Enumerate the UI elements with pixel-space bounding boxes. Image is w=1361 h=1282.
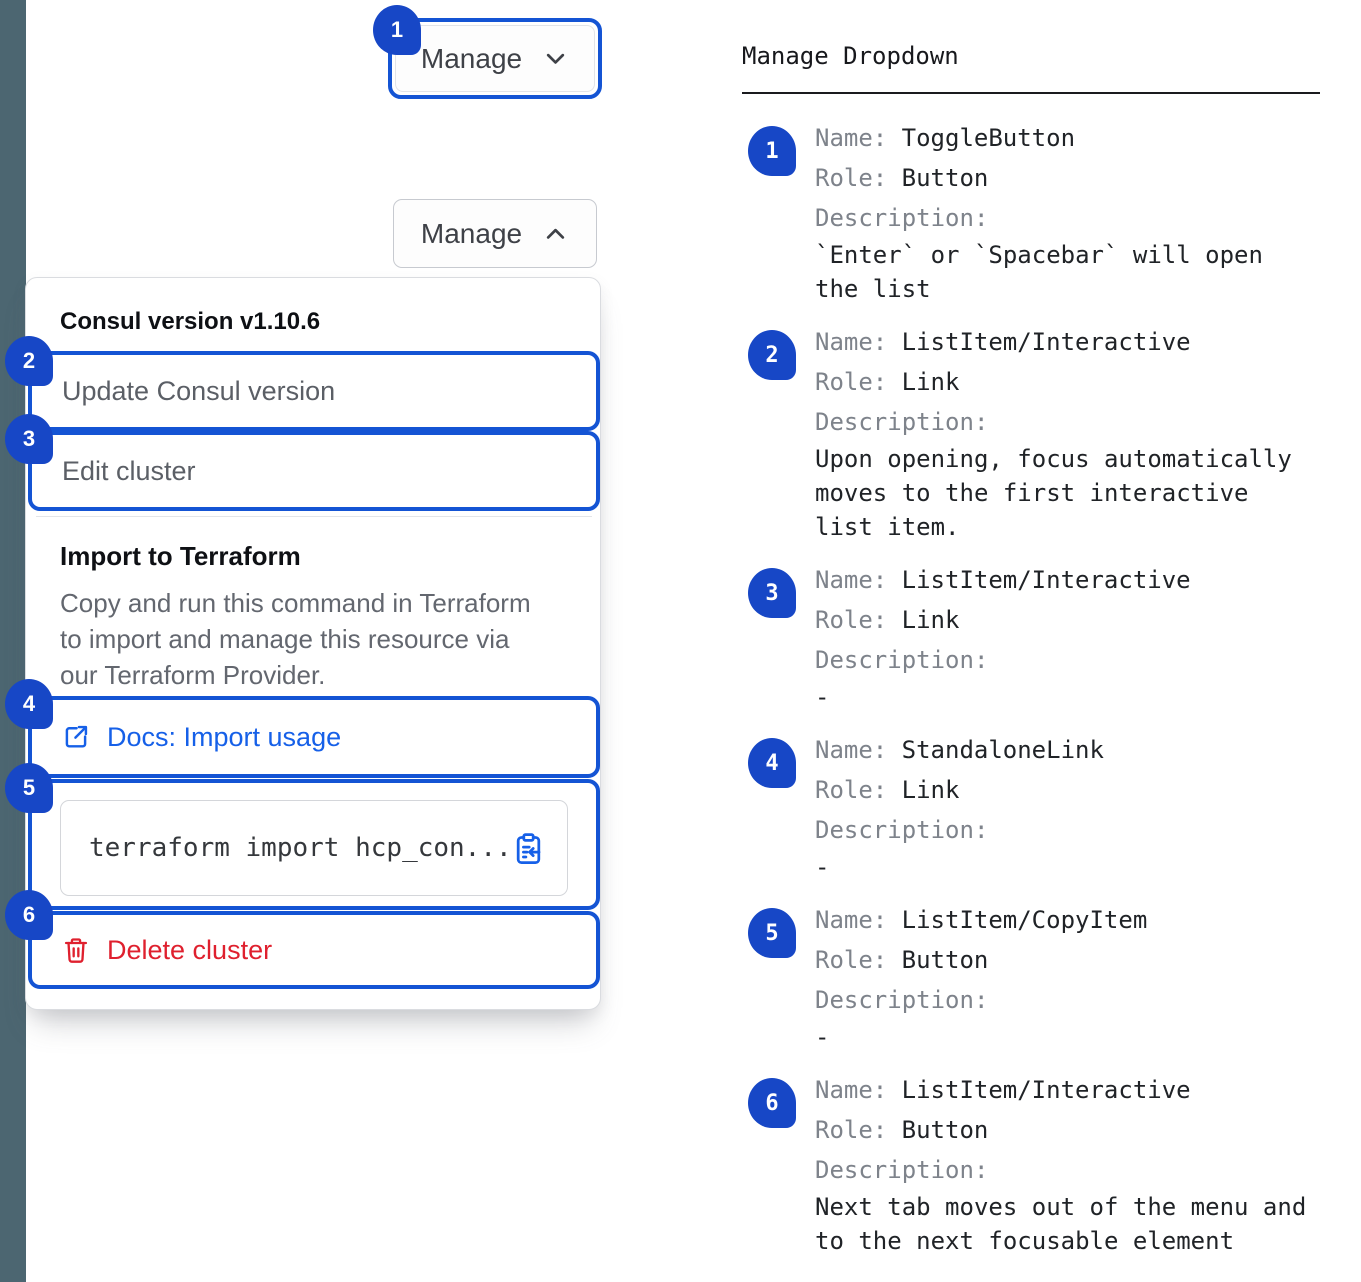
description-label: Description: <box>815 408 989 436</box>
manage-button-expanded[interactable]: Manage <box>393 199 597 268</box>
annotation-badge-6: 6 <box>748 1078 796 1128</box>
menu-item-update-consul-version[interactable]: Update Consul version <box>28 351 600 431</box>
docs-import-usage-link[interactable]: Docs: Import usage <box>28 696 600 778</box>
menu-divider <box>36 516 592 517</box>
role-label: Role: <box>815 368 888 396</box>
role-value: Link <box>901 606 960 634</box>
role-value: Link <box>901 368 960 396</box>
consul-version-label: Consul version v1.10.6 <box>60 308 321 335</box>
spec-item-list: 1 Name: ToggleButton Role: Button Descript… <box>742 118 1342 1258</box>
delete-cluster-label: Delete cluster <box>107 934 273 965</box>
spec-title: Manage Dropdown <box>742 42 959 70</box>
name-value: ListItem/Interactive <box>901 1076 1191 1104</box>
spec-item-2: 2 Name: ListItem/Interactive Role: Link De… <box>742 322 1342 544</box>
manage-button-focus-ring: Manage <box>388 18 602 99</box>
role-label: Role: <box>815 776 888 804</box>
window-edge-bar <box>0 0 26 1282</box>
menu-item-label: Edit cluster <box>62 455 196 486</box>
description-label: Description: <box>815 1156 989 1184</box>
menu-item-delete-cluster[interactable]: Delete cluster <box>28 911 600 989</box>
description-value: - <box>815 853 830 881</box>
annotation-badge-2: 2 <box>748 330 796 380</box>
name-value: ToggleButton <box>901 124 1076 152</box>
import-section-title: Import to Terraform <box>60 541 301 571</box>
spec-item-4: 4 Name: StandaloneLink Role: Link Descript… <box>742 730 1342 884</box>
annotation-badge-4: 4 <box>5 679 53 729</box>
menu-item-label: Update Consul version <box>62 375 336 406</box>
name-value: ListItem/Interactive <box>901 328 1191 356</box>
name-value: StandaloneLink <box>901 736 1104 764</box>
role-label: Role: <box>815 946 888 974</box>
annotation-badge-2: 2 <box>5 336 53 386</box>
name-label: Name: <box>815 566 888 594</box>
description-value: `Enter` or `Spacebar` will open the list <box>815 241 1263 303</box>
name-label: Name: <box>815 736 888 764</box>
description-value: - <box>815 1023 830 1051</box>
name-value: ListItem/CopyItem <box>901 906 1148 934</box>
terraform-command-text: terraform import hcp_con... <box>89 833 512 863</box>
manage-button-collapsed[interactable]: Manage <box>395 25 595 92</box>
docs-link-label: Docs: Import usage <box>107 721 342 752</box>
name-label: Name: <box>815 1076 888 1104</box>
trash-icon <box>64 938 88 963</box>
description-value: Upon opening, focus automatically moves … <box>815 445 1292 541</box>
annotation-badge-6: 6 <box>5 890 53 940</box>
spec-panel: Manage Dropdown 1 Name: ToggleButton Role… <box>742 42 1342 1274</box>
role-label: Role: <box>815 1116 888 1144</box>
role-label: Role: <box>815 606 888 634</box>
description-value: - <box>815 683 830 711</box>
role-value: Button <box>901 1116 989 1144</box>
terraform-command-field[interactable]: terraform import hcp_con... <box>60 800 568 896</box>
name-value: ListItem/Interactive <box>901 566 1191 594</box>
annotation-badge-3: 3 <box>748 568 796 618</box>
role-label: Role: <box>815 164 888 192</box>
annotation-badge-1: 1 <box>373 5 421 55</box>
external-link-icon <box>65 725 88 748</box>
clipboard-copy-icon[interactable] <box>512 832 545 865</box>
chevron-down-icon <box>546 53 565 64</box>
name-label: Name: <box>815 906 888 934</box>
name-label: Name: <box>815 124 888 152</box>
role-value: Link <box>901 776 960 804</box>
role-value: Button <box>901 946 989 974</box>
description-label: Description: <box>815 646 989 674</box>
spec-item-5: 5 Name: ListItem/CopyItem Role: Button Des… <box>742 900 1342 1054</box>
spec-item-3: 3 Name: ListItem/Interactive Role: Link De… <box>742 560 1342 714</box>
description-label: Description: <box>815 986 989 1014</box>
manage-button-label: Manage <box>420 42 523 74</box>
spec-item-1: 1 Name: ToggleButton Role: Button Descript… <box>742 118 1342 306</box>
role-value: Button <box>901 164 989 192</box>
description-value: Next tab moves out of the menu and to th… <box>815 1193 1307 1255</box>
annotation-badge-1: 1 <box>748 126 796 176</box>
annotation-badge-3: 3 <box>5 414 53 464</box>
import-section-description: Copy and run this command in Terraform t… <box>60 588 531 690</box>
menu-item-copy-command: terraform import hcp_con... <box>28 779 600 910</box>
spec-item-6: 6 Name:ListItem/Interactive Role:Button … <box>742 1070 1342 1258</box>
spec-divider <box>742 92 1320 94</box>
annotation-badge-4: 4 <box>748 738 796 788</box>
menu-item-edit-cluster[interactable]: Edit cluster <box>28 431 600 511</box>
annotation-badge-5: 5 <box>5 763 53 813</box>
manage-button-label: Manage <box>420 217 523 249</box>
description-label: Description: <box>815 204 989 232</box>
description-label: Description: <box>815 816 989 844</box>
chevron-up-icon <box>546 228 565 239</box>
annotation-badge-5: 5 <box>748 908 796 958</box>
name-label: Name: <box>815 328 888 356</box>
